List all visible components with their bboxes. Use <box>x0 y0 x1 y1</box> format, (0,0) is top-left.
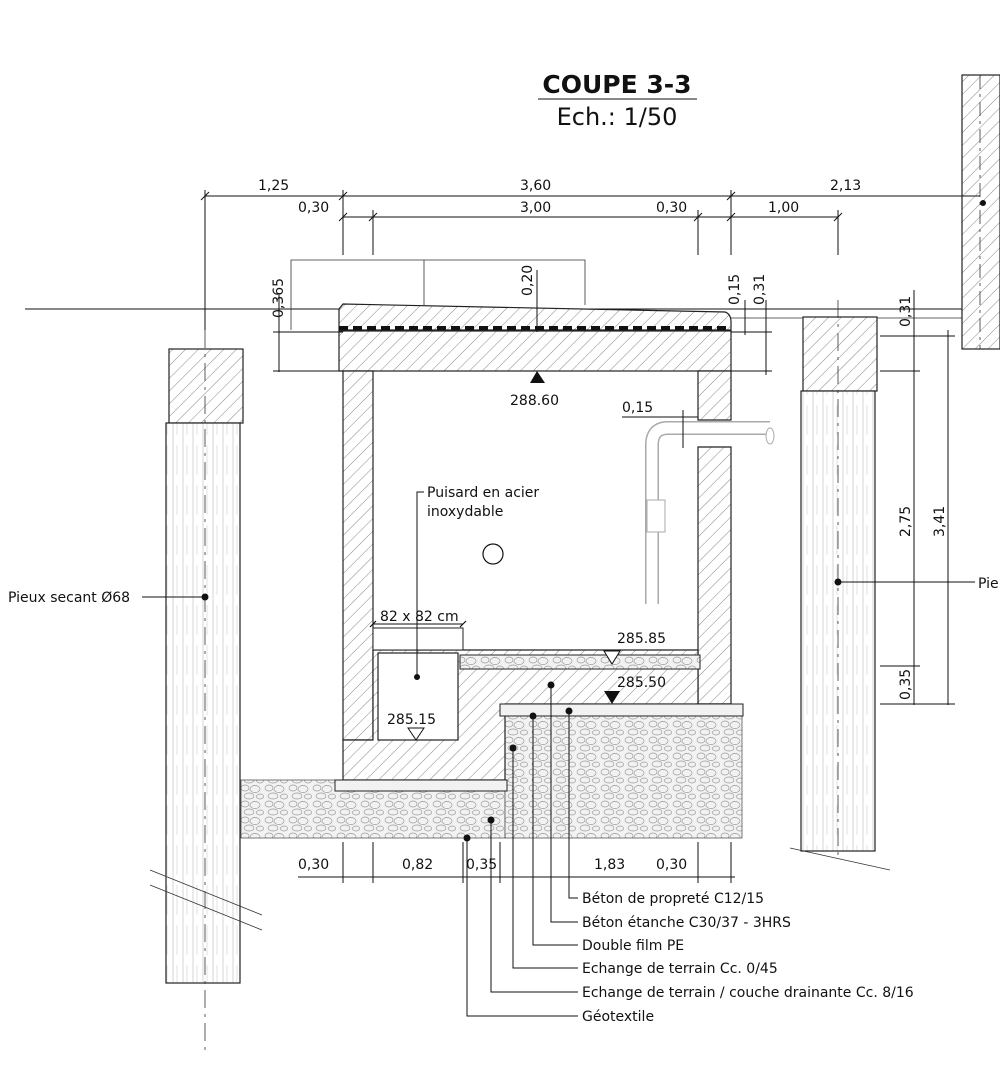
dim-1-25: 1,25 <box>258 178 289 194</box>
dim-right-0-31: 0,31 <box>898 296 914 327</box>
level-marker-floor-bottom <box>604 691 620 704</box>
dim-0-365: 0,365 <box>271 278 287 318</box>
lean-concrete-right <box>499 703 744 717</box>
sump-cover-frame <box>372 627 464 651</box>
floor-screed <box>459 654 701 670</box>
level-marker-floor-top <box>603 650 621 665</box>
dim-3-60: 3,60 <box>520 178 551 194</box>
sump-leader <box>416 491 424 677</box>
pipe-inner <box>646 422 770 604</box>
sump-pit <box>377 652 459 741</box>
drawing-scale: Ech.: 1/50 <box>557 103 678 131</box>
left-pile-dot <box>201 593 209 601</box>
dim-3-00: 3,00 <box>520 200 551 216</box>
break-line-3 <box>789 847 891 871</box>
slab-dimensions <box>273 270 772 375</box>
right-wall-upper <box>697 370 732 421</box>
left-wall <box>342 370 374 741</box>
pipe-fitting <box>646 499 666 533</box>
level-roof: 288.60 <box>510 393 559 409</box>
legend-item-5: Echange de terrain / couche drainante Cc… <box>582 985 914 1001</box>
legend-item-1: Béton de propreté C12/15 <box>582 891 764 907</box>
dim-bot-0-35: 0,35 <box>466 857 497 873</box>
right-dimensions <box>880 290 955 705</box>
right-wall-lower <box>697 446 732 705</box>
lean-concrete-left <box>334 779 508 792</box>
outline-above <box>290 259 586 330</box>
dim-0-30-left: 0,30 <box>298 200 329 216</box>
legend-leaders <box>463 681 578 1017</box>
bottom-dimensions <box>298 842 735 883</box>
dim-right-2-75: 2,75 <box>898 506 914 537</box>
dim-bot-1-83: 1,83 <box>594 857 625 873</box>
far-right-wall <box>961 74 1000 350</box>
dim-0-20: 0,20 <box>520 265 536 296</box>
break-line-2 <box>149 884 263 931</box>
level-marker-sump <box>407 727 425 741</box>
legend-item-2: Béton étanche C30/37 - 3HRS <box>582 915 791 931</box>
sump-size: 82 x 82 cm <box>380 609 459 625</box>
dim-pipe-0-15: 0,15 <box>622 400 653 416</box>
dim-0-15: 0,15 <box>727 274 743 305</box>
left-pile-head <box>168 348 244 424</box>
legend-item-4: Echange de terrain Cc. 0/45 <box>582 961 778 977</box>
legend-item-3: Double film PE <box>582 938 684 954</box>
left-pile <box>165 422 241 984</box>
sump-leader-dot <box>414 674 420 680</box>
level-marker-roof <box>530 371 545 383</box>
dim-0-30-right: 0,30 <box>656 200 687 216</box>
roof-slab <box>338 330 732 372</box>
sump-opening-icon <box>482 543 504 565</box>
level-sump: 285.15 <box>387 712 436 728</box>
dim-right-0-35: 0,35 <box>898 669 914 700</box>
dim-right-3-41: 3,41 <box>932 506 948 537</box>
right-pile-head <box>802 316 878 392</box>
level-floor-top: 285.85 <box>617 631 666 647</box>
right-pile-label: Pie <box>978 576 999 592</box>
right-pile-dot <box>834 578 842 586</box>
drawing-title: COUPE 3-3 <box>542 70 691 99</box>
dim-bot-0-82: 0,82 <box>402 857 433 873</box>
level-floor-bottom: 285.50 <box>617 675 666 691</box>
dim-1-00: 1,00 <box>768 200 799 216</box>
dim-0-31: 0,31 <box>752 274 768 305</box>
break-line-1 <box>149 869 263 916</box>
pipe-end <box>765 427 775 445</box>
top-dimensions <box>200 190 980 330</box>
left-pile-label: Pieux secant Ø68 <box>8 590 130 606</box>
sump-label-2: inoxydable <box>427 504 503 520</box>
gravel-right <box>504 715 743 839</box>
legend-item-6: Géotextile <box>582 1009 654 1025</box>
dim-2-13: 2,13 <box>830 178 861 194</box>
dim-bot-0-30-right: 0,30 <box>656 857 687 873</box>
sump-label-1: Puisard en acier <box>427 485 539 501</box>
dim-bot-0-30-left: 0,30 <box>298 857 329 873</box>
far-right-dot <box>980 200 986 206</box>
